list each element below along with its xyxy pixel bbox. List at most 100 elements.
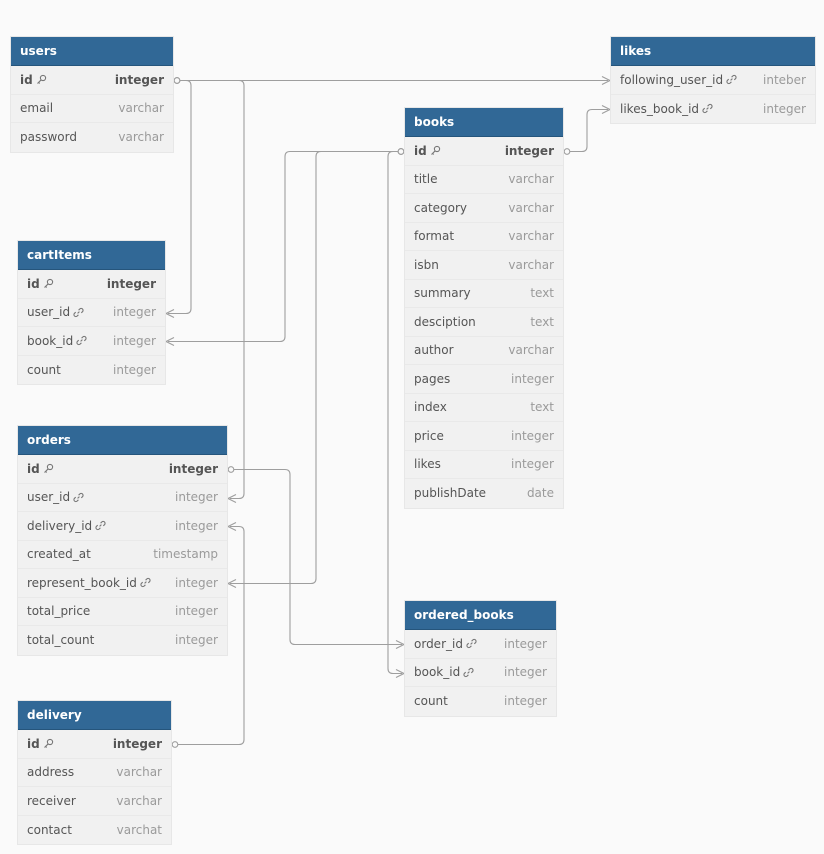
many-end-marker	[395, 640, 406, 649]
column-name-cell: delivery_id	[27, 519, 106, 533]
relationship-line[interactable]	[168, 150, 398, 343]
relationship-books-orders[interactable]	[226, 148, 405, 588]
column-name: id	[27, 276, 40, 291]
column-name: order_id	[414, 636, 463, 651]
column-name-cell: count	[27, 363, 61, 377]
column-type: integer	[175, 490, 218, 505]
relationship-line[interactable]	[387, 150, 402, 675]
key-icon	[43, 278, 54, 289]
relationship-users-likes[interactable]	[173, 76, 612, 85]
column-name-cell: category	[414, 201, 467, 215]
relationship-orders-orderedbooks[interactable]	[227, 466, 406, 649]
many-end-marker	[601, 76, 612, 85]
table-header-delivery[interactable]: delivery	[18, 701, 171, 730]
column-name: created_at	[27, 547, 91, 562]
relationship-books-orderedbooks[interactable]	[387, 148, 406, 678]
column-type: integer	[106, 276, 156, 291]
column-name-cell: price	[414, 429, 444, 443]
table-header-likes[interactable]: likes	[611, 37, 815, 66]
column-row-books-category[interactable]: category varchar	[405, 194, 563, 223]
column-type: varchar	[116, 765, 162, 780]
column-type: integer	[763, 101, 806, 116]
one-end-marker	[563, 148, 571, 155]
column-type: integer	[504, 636, 547, 651]
key-icon	[43, 463, 54, 474]
column-type: integer	[113, 362, 156, 377]
column-name: user_id	[27, 305, 71, 320]
table-header-orders[interactable]: orders	[18, 426, 227, 455]
column-name-cell: book_id	[27, 334, 87, 348]
column-row-cartitems-count[interactable]: count integer	[18, 356, 165, 385]
column-type: varchar	[508, 200, 554, 215]
column-type: inteber	[763, 72, 806, 87]
column-type: integer	[114, 72, 164, 87]
column-type: integer	[504, 694, 547, 709]
relationship-line[interactable]	[230, 150, 398, 585]
column-name-cell: receiver	[27, 794, 76, 808]
column-row-ordered-books-order-id[interactable]: order_id integer	[405, 630, 556, 659]
column-name-cell: format	[414, 229, 454, 243]
table-header-books[interactable]: books	[405, 108, 563, 137]
many-end-marker	[226, 579, 237, 588]
relationship-line[interactable]	[234, 468, 402, 646]
one-end-marker	[397, 148, 405, 155]
column-name: total_price	[27, 604, 91, 619]
column-row-delivery-address[interactable]: address varchar	[18, 759, 171, 787]
column-row-books-desciption[interactable]: desciption text	[405, 308, 563, 337]
column-type: text	[530, 314, 554, 329]
relationship-books-likes[interactable]	[563, 105, 612, 155]
column-row-cartitems-id[interactable]: id integer	[18, 270, 165, 299]
column-name-cell: address	[27, 765, 74, 779]
relationship-books-cartitems[interactable]	[164, 148, 405, 346]
column-name: book_id	[27, 333, 74, 348]
table-header-cartitems[interactable]: cartItems	[18, 241, 165, 270]
key-icon	[430, 145, 441, 156]
column-name: likes_book_id	[620, 101, 700, 116]
relationship-line[interactable]	[570, 108, 608, 153]
link-icon	[95, 520, 106, 531]
table-header-ordered-books[interactable]: ordered_books	[405, 601, 556, 630]
column-name: desciption	[414, 314, 476, 329]
many-end-marker	[226, 522, 237, 531]
table-header-users[interactable]: users	[11, 37, 173, 66]
column-row-likes-likes-book-id[interactable]: likes_book_id integer	[611, 95, 815, 124]
column-type: text	[530, 286, 554, 301]
